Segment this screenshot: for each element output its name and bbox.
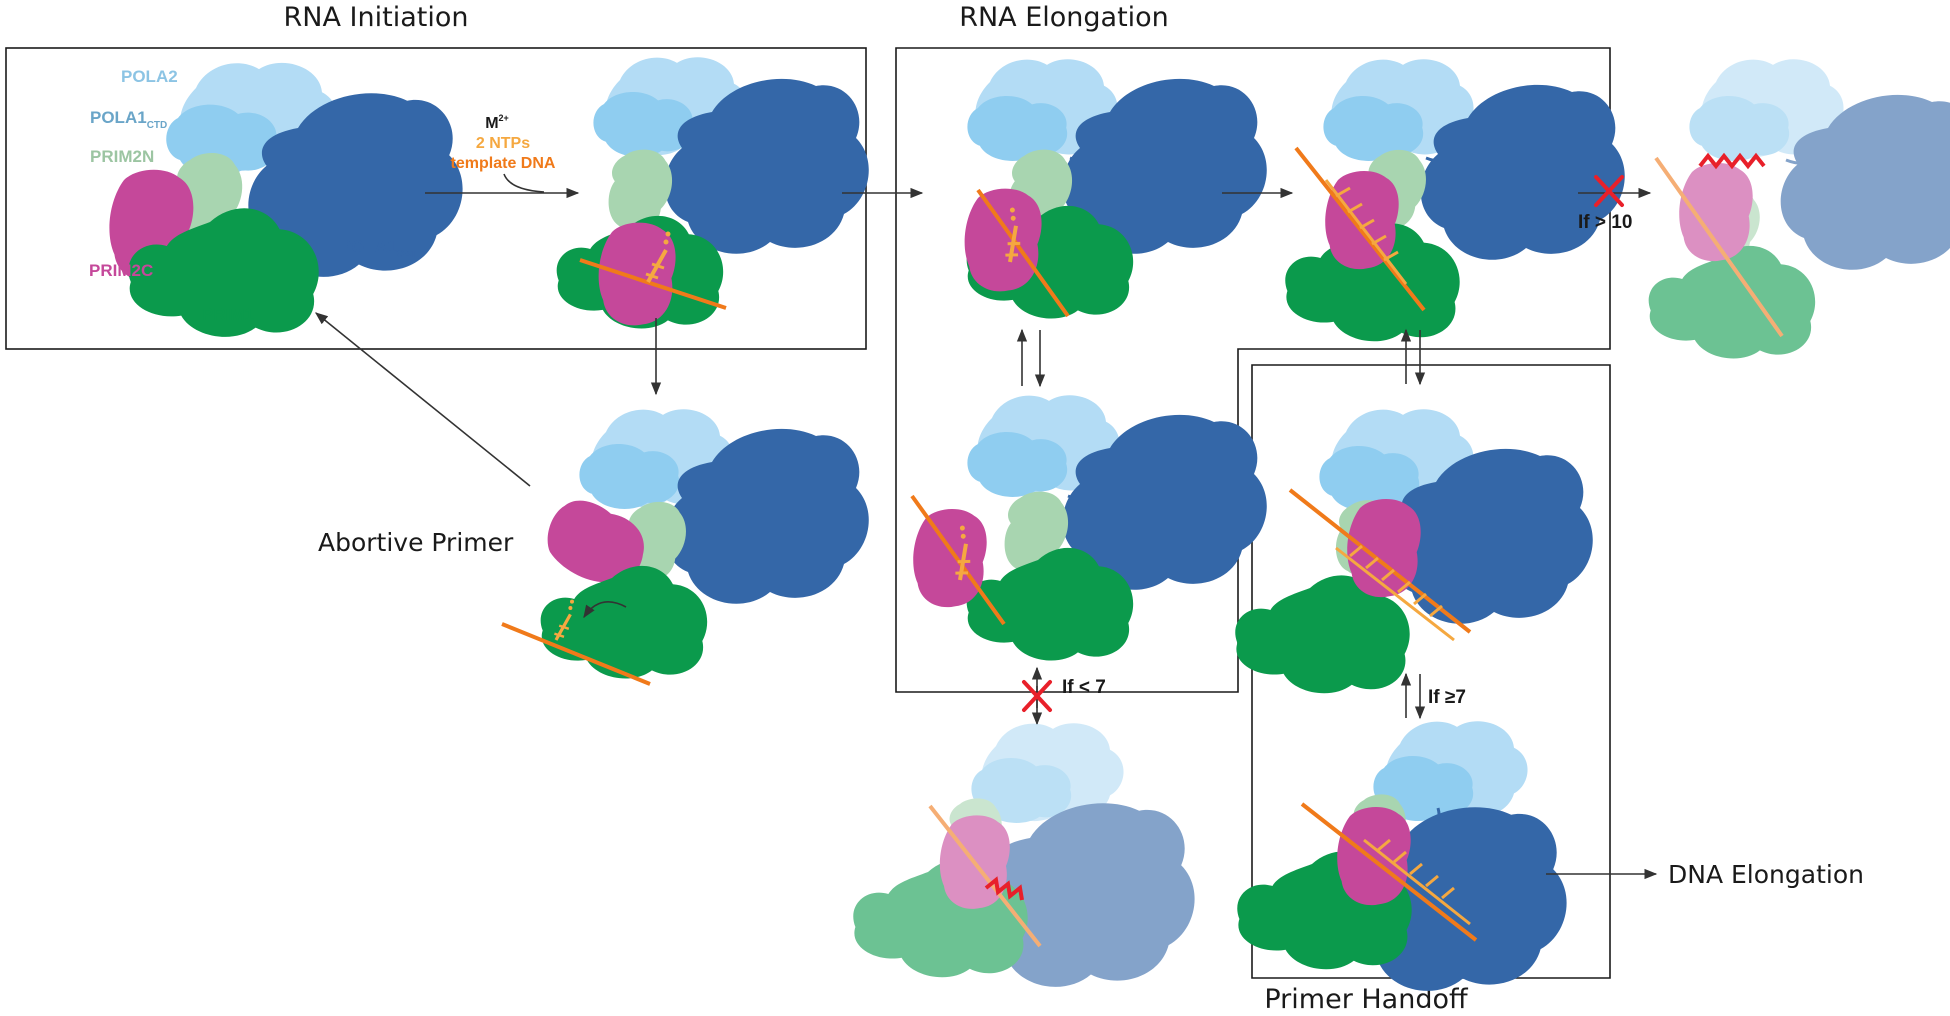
abortive-complex [501,409,869,686]
pola1-ctd-label: POLA1CTD [90,108,167,131]
abortive-primer-label: Abortive Primer [318,528,514,557]
initiation-complex-template [556,57,869,329]
clash-complex-long [1648,59,1950,359]
elongation-complex-2 [1285,59,1625,342]
rna-initiation-title: RNA Initiation [284,2,469,33]
reaction-curve [503,173,545,193]
rna-elongation-box [895,47,1611,693]
prim2c-label: PRIM2C [89,261,153,280]
clash-marker [1698,152,1766,170]
template-dna [579,258,727,310]
apo-complex [109,62,463,337]
blocked-x-icon-2 [1022,680,1052,712]
gt10-condition: If > 10 [1578,212,1632,233]
pola1-cat-label: POLA1CAT [340,237,417,260]
lt7-condition: If < 7 [1062,677,1106,698]
blocked-x-icon [1594,175,1624,207]
dna-elongation-label: DNA Elongation [1668,860,1864,889]
elongation-complex-1 [964,59,1267,319]
prim2n-label: PRIM2N [90,147,154,166]
clash-complex-short [853,723,1195,987]
ntps-label: 2 NTPs [476,135,530,152]
clash-marker-2 [984,876,1024,901]
recycle-arrow [315,312,531,487]
rna-initiation-box [5,47,867,350]
metal-label: M2+ [485,113,509,132]
handoff-complex-2 [1237,721,1567,991]
pola2-label: POLA2 [121,67,178,86]
handoff-complex-1 [1235,409,1593,694]
rna-elongation-title: RNA Elongation [959,2,1169,33]
prim1-label: PRIM1 [202,305,254,324]
elongation-complex-1b [910,395,1267,661]
primer-handoff-box [1251,364,1611,979]
ge7-condition: If ≥7 [1428,687,1466,708]
template-label: template DNA [451,155,556,172]
